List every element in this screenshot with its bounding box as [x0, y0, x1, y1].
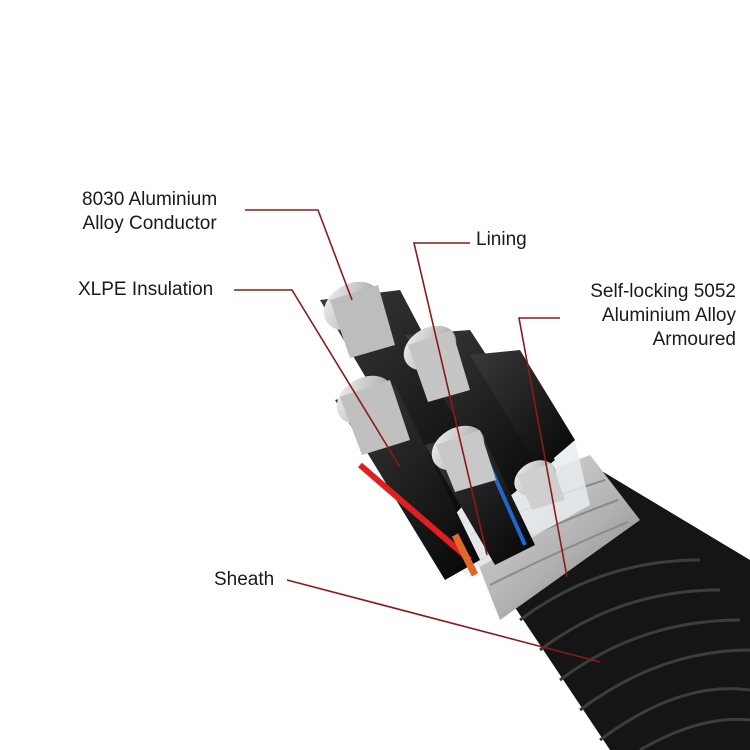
label-conductor: 8030 Aluminium Alloy Conductor — [82, 189, 218, 234]
leader-insulation — [234, 289, 401, 468]
leader-lines — [234, 209, 601, 663]
conductor-core-4 — [431, 425, 496, 492]
conductor-core-1 — [323, 281, 395, 358]
conductor-core-2 — [403, 325, 470, 402]
label-armour: Self-locking 5052 Aluminium Alloy Armour… — [590, 281, 736, 350]
label-lining: Lining — [476, 229, 527, 250]
leader-sheath — [286, 579, 601, 663]
conductors — [323, 281, 565, 510]
leader-lining — [412, 242, 488, 556]
leader-armour — [518, 317, 568, 578]
label-sheath: Sheath — [214, 569, 275, 590]
label-insulation: XLPE Insulation — [78, 279, 214, 300]
leader-conductor — [245, 209, 353, 301]
